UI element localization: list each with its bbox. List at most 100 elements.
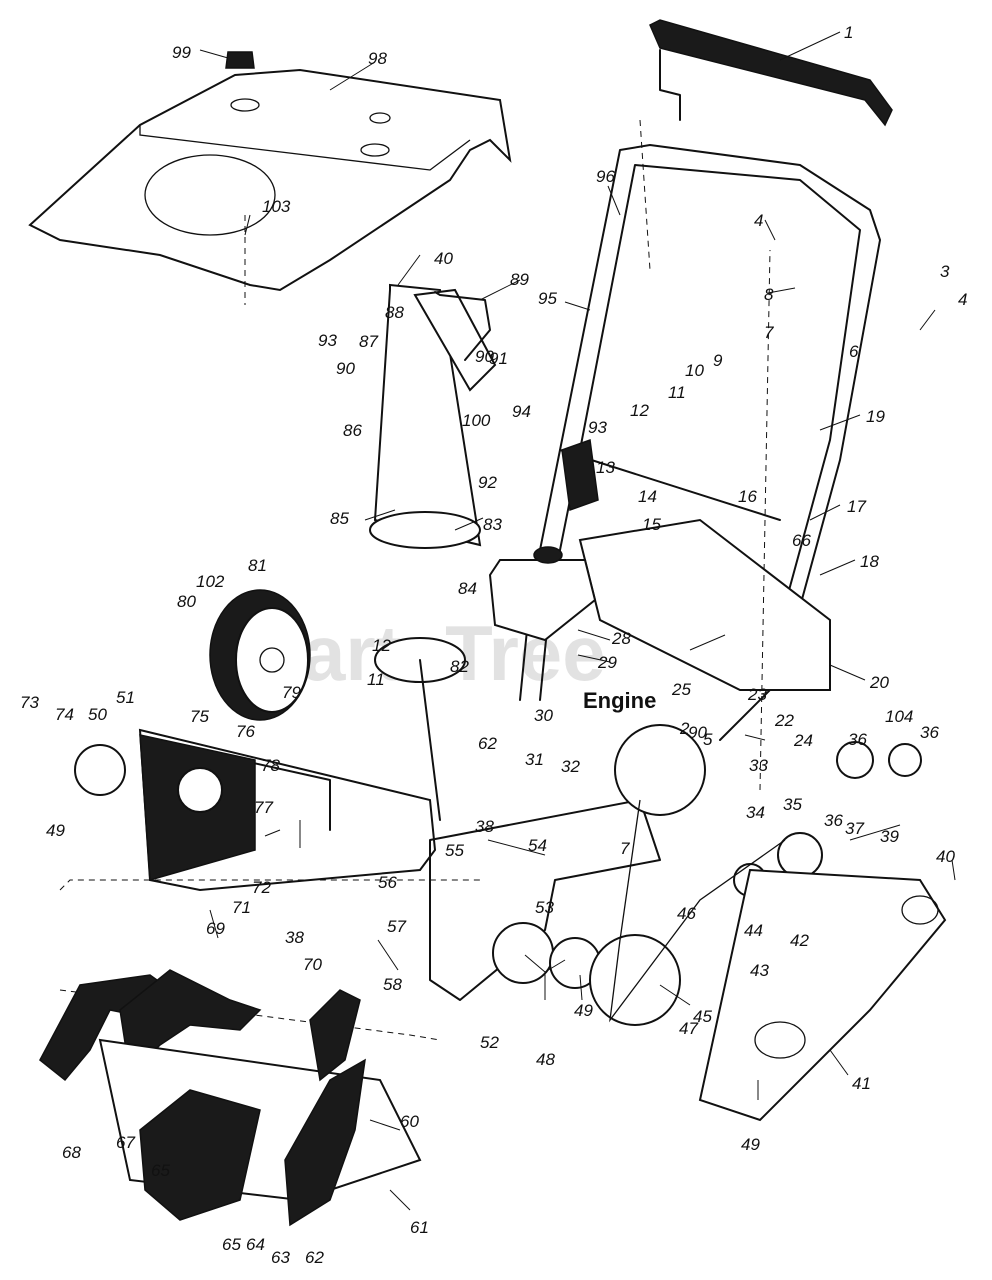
part-label: 4 — [754, 211, 763, 230]
part-label: 9 — [713, 351, 723, 370]
part-label: 55 — [445, 841, 464, 860]
part-label: 35 — [783, 795, 802, 814]
part-label: 31 — [525, 750, 544, 769]
part-label: 65 — [222, 1235, 241, 1254]
part-label: 93 — [318, 331, 337, 350]
part-label: 87 — [359, 332, 378, 351]
part-label: 92 — [478, 473, 497, 492]
part-label: 79 — [282, 683, 301, 702]
part-label: 84 — [458, 579, 477, 598]
part-label: 37 — [845, 819, 864, 838]
part-label: 47 — [679, 1019, 698, 1038]
guide-line — [59, 879, 480, 891]
wheel — [209, 589, 311, 721]
part-label: 2 — [679, 719, 690, 738]
part-label: 90 — [475, 347, 494, 366]
discharge-chute — [369, 283, 497, 549]
part-label: 88 — [385, 303, 404, 322]
part-label: 40 — [936, 847, 955, 866]
part-label: 74 — [55, 705, 74, 724]
part-label: 36 — [848, 730, 867, 749]
part-label: 83 — [483, 515, 502, 534]
engine-label: Engine — [583, 688, 656, 713]
part-label: 5 — [703, 730, 713, 749]
part-label: 60 — [400, 1112, 419, 1131]
part-label: 77 — [254, 798, 273, 817]
part-label: 71 — [232, 898, 251, 917]
part-label: 81 — [248, 556, 267, 575]
part-label: 24 — [793, 731, 813, 750]
part-label: 85 — [330, 509, 349, 528]
part-label: 56 — [378, 873, 397, 892]
part-label: 12 — [372, 636, 391, 655]
engine — [488, 438, 831, 691]
part-label: 72 — [252, 878, 271, 897]
part-label: 93 — [588, 418, 607, 437]
part-label: 22 — [774, 711, 794, 730]
part-label: 49 — [741, 1135, 760, 1154]
part-label: 54 — [528, 836, 547, 855]
part-label: 82 — [450, 657, 469, 676]
part-label: 62 — [478, 734, 497, 753]
part-label: 44 — [744, 921, 763, 940]
part-label: 32 — [561, 757, 580, 776]
guide-line — [639, 119, 651, 271]
part-label: 57 — [387, 917, 406, 936]
part-label: 98 — [368, 49, 387, 68]
part-label: 53 — [535, 898, 554, 917]
part-label: 1 — [844, 23, 853, 42]
part-label: 8 — [764, 285, 774, 304]
part-label: 39 — [880, 827, 899, 846]
part-label: 29 — [597, 653, 617, 672]
part-label: 36 — [920, 723, 939, 742]
part-label: 99 — [172, 43, 191, 62]
part-label: 90 — [336, 359, 355, 378]
part-label: 28 — [611, 629, 631, 648]
part-label: 69 — [206, 919, 225, 938]
auger — [39, 969, 441, 1227]
part-label: 20 — [869, 673, 889, 692]
part-label: 15 — [642, 515, 661, 534]
part-label: 30 — [534, 706, 553, 725]
part-label: 45 — [693, 1007, 712, 1026]
part-label: 13 — [596, 458, 615, 477]
part-label: 95 — [538, 289, 557, 308]
part-label: 6 — [849, 342, 859, 361]
part-label: 36 — [824, 811, 843, 830]
leader-lines — [199, 31, 956, 1211]
part-label: 52 — [480, 1033, 499, 1052]
part-label: 16 — [738, 487, 757, 506]
part-label: 70 — [303, 955, 322, 974]
part-label: 33 — [749, 756, 768, 775]
part-label: 11 — [668, 383, 686, 402]
part-label: 86 — [343, 421, 362, 440]
part-label: 42 — [790, 931, 809, 950]
part-label: 64 — [246, 1235, 265, 1254]
part-label: 89 — [510, 270, 529, 289]
part-label: 58 — [383, 975, 402, 994]
part-label: 104 — [885, 707, 913, 726]
part-label: 91 — [489, 349, 508, 368]
part-label: 49 — [46, 821, 65, 840]
part-label: 38 — [475, 817, 494, 836]
part-label: 4 — [958, 290, 967, 309]
part-label: 34 — [746, 803, 765, 822]
part-label: 67 — [116, 1133, 135, 1152]
part-label: 7 — [620, 839, 630, 858]
part-label: 23 — [747, 685, 767, 704]
part-label: 12 — [630, 401, 649, 420]
part-label: 46 — [677, 904, 696, 923]
part-label: 61 — [410, 1218, 429, 1237]
part-label: 76 — [236, 722, 255, 741]
guide-line — [759, 249, 771, 791]
part-label: 68 — [62, 1143, 81, 1162]
part-label: 100 — [462, 411, 491, 430]
part-label: 14 — [638, 487, 657, 506]
part-label: 102 — [196, 572, 225, 591]
part-label: 63 — [271, 1248, 290, 1267]
part-label: 65 — [151, 1161, 170, 1180]
part-label: 41 — [852, 1074, 871, 1093]
part-label: 50 — [88, 705, 107, 724]
part-label: 3 — [940, 262, 950, 281]
